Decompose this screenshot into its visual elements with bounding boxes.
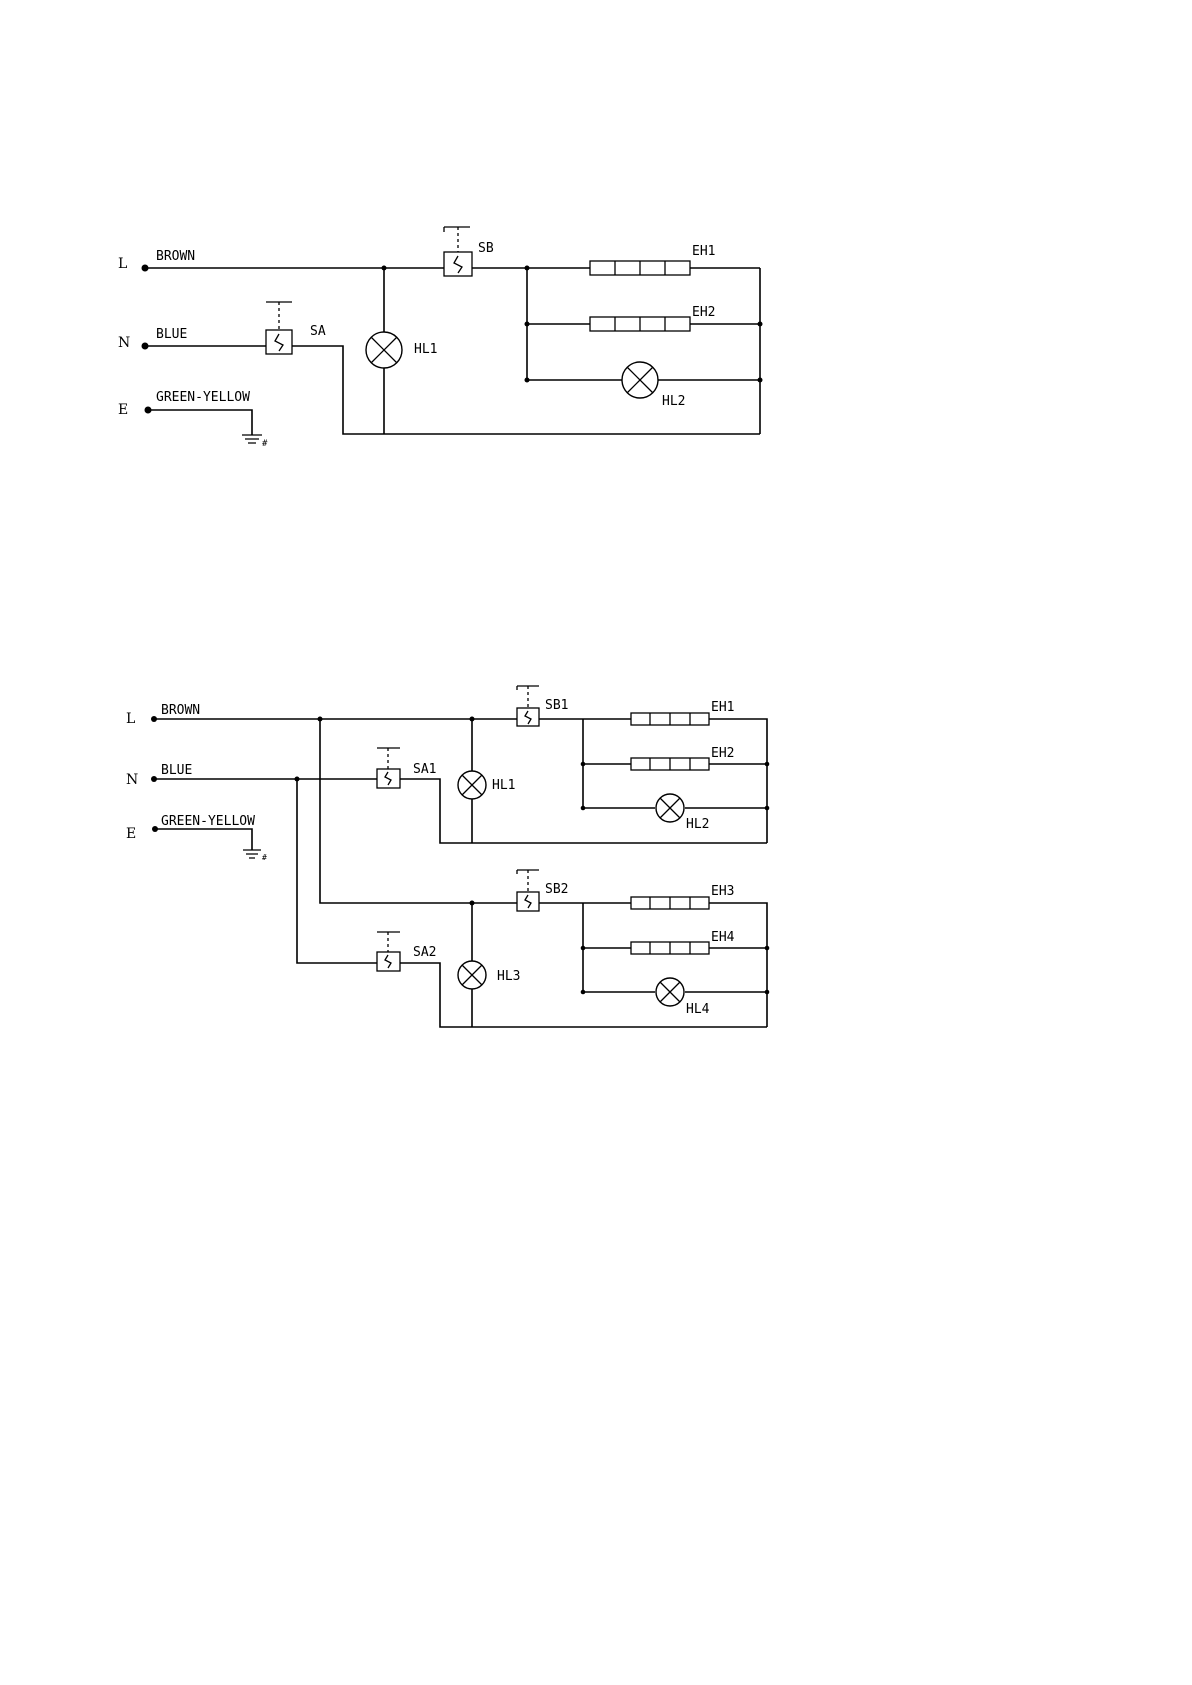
svg-text:#: #: [262, 439, 268, 449]
label-eh2: EH2: [711, 746, 734, 761]
label-hl2: HL2: [662, 394, 685, 409]
heater-eh2: EH2: [631, 746, 734, 770]
junction-dot: [765, 806, 770, 811]
svg-text:#: #: [262, 853, 267, 862]
label-eh2: EH2: [692, 305, 715, 320]
label-hl2: HL2: [686, 817, 709, 832]
switch-sa1: SA1: [377, 748, 436, 788]
junction-dot: [765, 990, 770, 995]
label-hl1: HL1: [492, 778, 515, 793]
junction-dot: [581, 990, 586, 995]
junction-dot: [765, 762, 770, 767]
lower-line-bus: [539, 903, 767, 1027]
lamp-hl1: HL1: [458, 719, 515, 843]
heater-eh1: EH1: [631, 700, 734, 725]
wire-label-blue: BLUE: [161, 763, 192, 778]
label-eh1: EH1: [692, 244, 715, 259]
label-sa1: SA1: [413, 762, 436, 777]
label-sb: SB: [478, 241, 494, 256]
wire-label-green-yellow: GREEN-YELLOW: [156, 390, 250, 405]
wiring-diagram-double: L N E BROWN BLUE GREEN-YELLOW #: [126, 686, 769, 1027]
line-wire: [145, 268, 760, 434]
line-wire: [154, 719, 517, 903]
lamp-hl2: HL2: [622, 362, 685, 409]
wire-label-brown: BROWN: [161, 703, 200, 718]
label-eh4: EH4: [711, 930, 735, 945]
junction-dot: [581, 762, 586, 767]
switch-sa2: SA2: [377, 932, 436, 971]
switch-sb1: SB1: [517, 686, 568, 726]
wire-label-blue: BLUE: [156, 327, 187, 342]
label-sa2: SA2: [413, 945, 436, 960]
earth-wire: #: [148, 410, 268, 449]
terminal-label-earth: E: [118, 402, 128, 418]
label-sb1: SB1: [545, 698, 568, 713]
label-eh3: EH3: [711, 884, 734, 899]
junction-dot: [581, 806, 586, 811]
heater-eh3: EH3: [631, 884, 734, 909]
lamp-hl4: HL4: [656, 978, 710, 1017]
label-hl1: HL1: [414, 342, 437, 357]
wiring-diagram-single: L N E BROWN BLUE GREEN-YELLOW #: [118, 227, 763, 449]
lamp-hl1: HL1: [366, 268, 437, 434]
terminal-label-line: L: [118, 256, 127, 272]
label-hl4: HL4: [686, 1002, 710, 1017]
terminal-label-line: L: [126, 711, 135, 727]
junction-dot: [318, 717, 323, 722]
label-sb2: SB2: [545, 882, 568, 897]
junction-dot: [765, 946, 770, 951]
neutral-wire: [154, 779, 377, 963]
earth-wire: #: [155, 829, 267, 862]
lamp-hl2: HL2: [656, 794, 709, 832]
heater-eh1: EH1: [590, 244, 715, 275]
heater-eh2: EH2: [590, 305, 715, 331]
upper-line-bus: [539, 719, 767, 843]
label-eh1: EH1: [711, 700, 734, 715]
junction-dot: [581, 946, 586, 951]
terminal-label-neutral: N: [126, 772, 138, 788]
heater-eh4: EH4: [631, 930, 735, 954]
lamp-hl3: HL3: [458, 903, 520, 1027]
junction-dot: [295, 777, 300, 782]
label-sa: SA: [310, 324, 326, 339]
terminal-label-neutral: N: [118, 335, 130, 351]
switch-sb2: SB2: [517, 870, 568, 911]
wire-label-green-yellow: GREEN-YELLOW: [161, 814, 255, 829]
terminal-label-earth: E: [126, 826, 136, 842]
label-hl3: HL3: [497, 969, 520, 984]
wire-label-brown: BROWN: [156, 249, 195, 264]
